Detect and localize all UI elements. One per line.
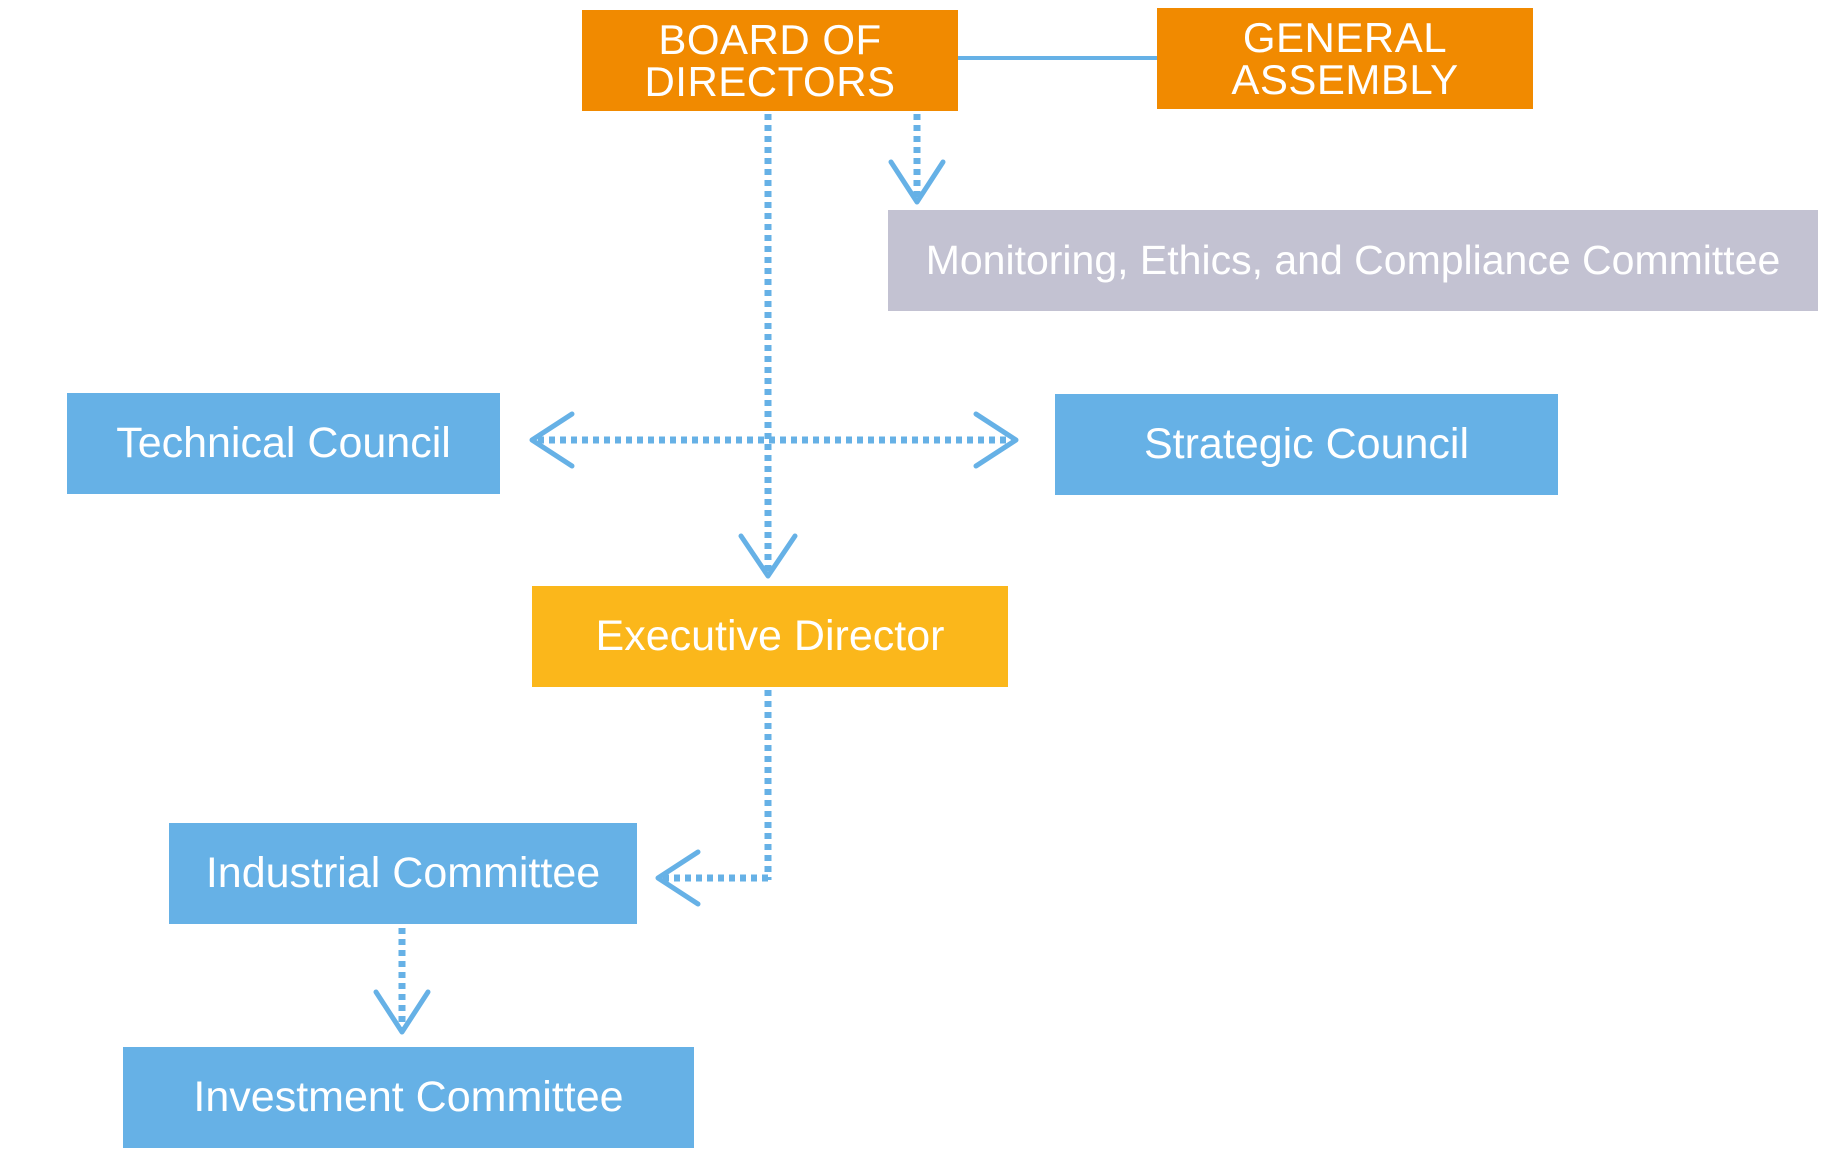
board-monitoring-arrowhead <box>888 159 946 205</box>
industrial-committee-label: Industrial Committee <box>205 849 601 897</box>
assembly-line2: ASSEMBLY <box>1231 55 1459 103</box>
executive-director-label: Executive Director <box>595 612 945 660</box>
industrial-committee-arrowhead <box>655 849 701 907</box>
general-assembly-box: GENERAL ASSEMBLY <box>1157 8 1533 109</box>
executive-director-box: Executive Director <box>532 586 1008 687</box>
general-assembly-label: GENERAL ASSEMBLY <box>1231 13 1459 103</box>
assembly-line1: GENERAL <box>1242 13 1448 61</box>
technical-council-box: Technical Council <box>67 393 500 494</box>
investment-committee-box: Investment Committee <box>123 1047 694 1148</box>
board-line1: BOARD OF <box>658 15 882 63</box>
strategic-council-arrowhead <box>973 411 1019 469</box>
technical-council-arrowhead <box>529 411 575 469</box>
board-of-directors-label: BOARD OF DIRECTORS <box>644 15 896 105</box>
monitoring-committee-label: Monitoring, Ethics, and Compliance Commi… <box>925 237 1781 283</box>
industrial-committee-box: Industrial Committee <box>169 823 637 924</box>
board-line2: DIRECTORS <box>644 57 896 105</box>
board-executive-arrowhead <box>738 533 798 579</box>
strategic-council-label: Strategic Council <box>1143 420 1470 468</box>
monitoring-committee-box: Monitoring, Ethics, and Compliance Commi… <box>888 210 1818 311</box>
board-of-directors-box: BOARD OF DIRECTORS <box>582 10 958 111</box>
investment-committee-arrowhead <box>373 989 431 1035</box>
technical-council-label: Technical Council <box>116 419 451 467</box>
strategic-council-box: Strategic Council <box>1055 394 1558 495</box>
investment-committee-label: Investment Committee <box>193 1073 624 1121</box>
